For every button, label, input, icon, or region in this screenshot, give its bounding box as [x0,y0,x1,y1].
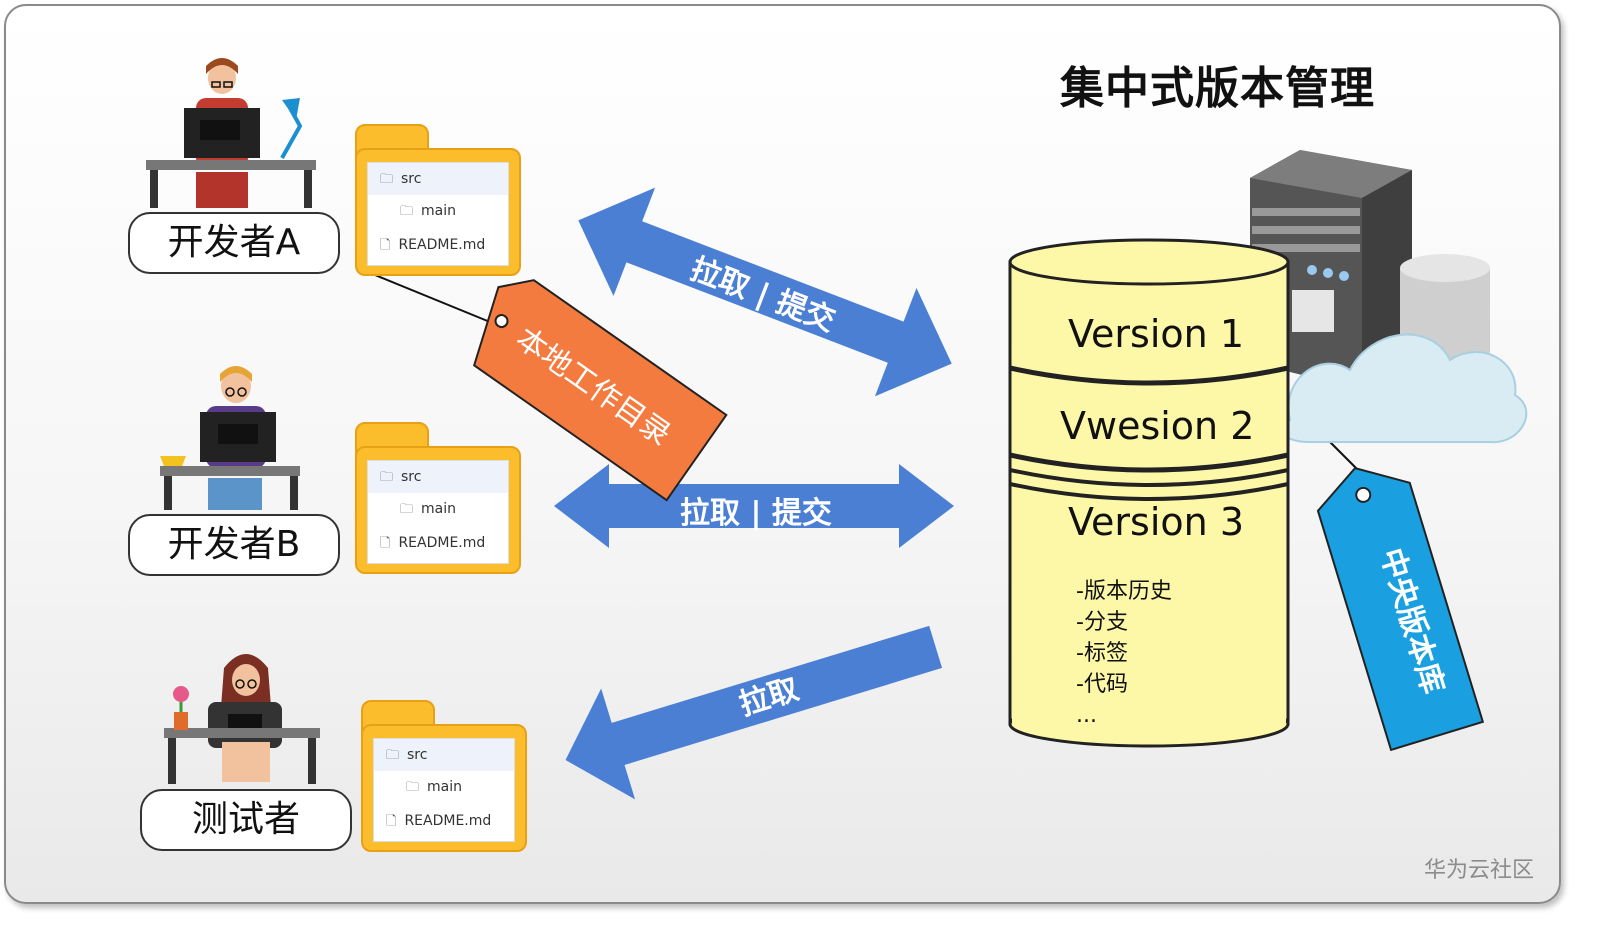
folder-icon: 🗀 [400,204,414,219]
folder-row-src: 🗀src [374,739,514,771]
folder-row-readme: 🗋README.md [380,237,486,253]
detail-branch: -分支 [1076,610,1128,635]
version-1-label: Version 1 [1068,312,1244,356]
local-folder-a: 🗀src 🗀main 🗋README.md [355,124,521,276]
watermark: 华为云社区 [1424,858,1535,883]
central-repo-tag-shape [1316,466,1485,752]
developer-a-label: 开发者A [128,212,340,274]
repository-details: -版本历史 -分支 -标签 -代码 ... [1076,576,1172,731]
detail-tags: -标签 [1076,641,1128,666]
file-icon: 🗋 [380,238,391,253]
folder-icon: 🗀 [406,780,420,795]
file-icon: 🗋 [386,814,397,829]
folder-row-main: 🗀main [400,501,456,517]
folder-icon: 🗀 [386,748,400,763]
detail-code: -代码 [1076,672,1128,697]
repository-cylinder [1008,238,1290,748]
version-3-label: Version 3 [1068,500,1244,544]
folder-icon: 🗀 [400,502,414,517]
arrow-pull-push-a [578,187,952,397]
local-tag-string [374,274,491,323]
tester-figure [164,654,320,784]
arrow-label-b: 拉取 | 提交 [680,496,832,531]
folder-icon: 🗀 [380,172,394,187]
local-folder-b: 🗀src 🗀main 🗋README.md [355,422,521,574]
detail-history: -版本历史 [1076,579,1172,604]
folder-row-main: 🗀main [400,203,456,219]
folder-row-src: 🗀src [368,163,508,195]
diagram-title: 集中式版本管理 [1060,63,1375,114]
version-2-label: Vwesion 2 [1060,404,1255,448]
local-folder-tester: 🗀src 🗀main 🗋README.md [361,700,527,852]
developer-a-figure [146,58,316,208]
folder-row-readme: 🗋README.md [386,813,492,829]
cloud-graphic [1278,333,1528,444]
tester-label: 测试者 [140,789,352,851]
folder-row-src: 🗀src [368,461,508,493]
server-graphic [1250,150,1412,390]
detail-more: ... [1076,703,1097,728]
file-icon: 🗋 [380,536,391,551]
folder-row-main: 🗀main [406,779,462,795]
folder-row-readme: 🗋README.md [380,535,486,551]
local-dir-tag-shape [472,279,728,502]
developer-b-label: 开发者B [128,514,340,576]
developer-b-figure [160,366,300,510]
arrow-pull-c [565,625,943,800]
folder-icon: 🗀 [380,470,394,485]
